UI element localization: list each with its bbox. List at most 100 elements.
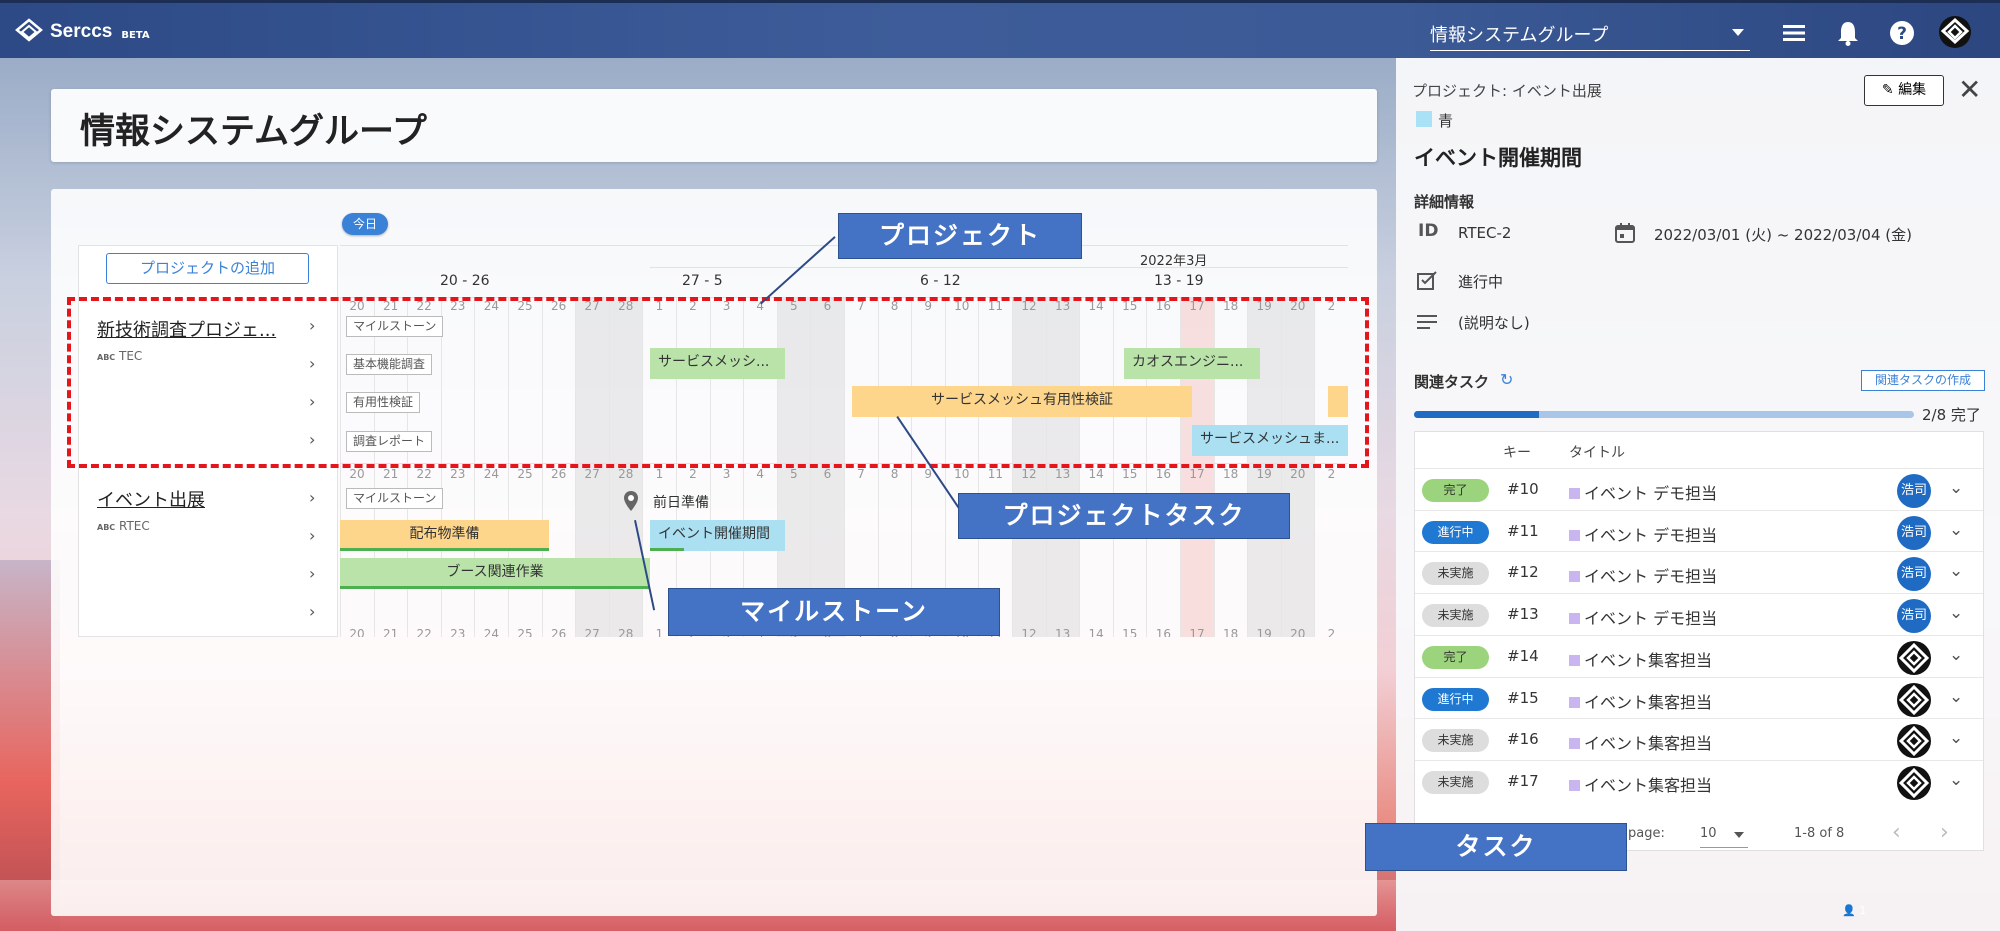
day-number: 11 (987, 467, 1004, 481)
online-users-count: 1 (1859, 904, 1867, 917)
create-related-task-button[interactable]: 関連タスクの作成 (1861, 370, 1985, 391)
assignee-logo-icon[interactable] (1897, 640, 1931, 675)
expand-row-icon[interactable]: ⌄ (1949, 519, 1964, 540)
assignee-avatar[interactable]: 浩司 (1897, 599, 1931, 634)
status-badge: 完了 (1422, 479, 1489, 502)
task-bar[interactable]: ブース関連作業 (340, 558, 650, 589)
task-title[interactable]: イベント デモ担当 (1569, 605, 1717, 629)
day-number: 19 (1256, 299, 1272, 313)
week-label: 13 - 19 (1154, 273, 1204, 289)
day-number: 23 (450, 627, 466, 637)
day-number: 19 (1256, 467, 1272, 481)
app-name: Serccs (50, 21, 113, 42)
day-number: 20 (1290, 299, 1306, 313)
day-number: 2 (689, 467, 697, 481)
color-swatch (1569, 529, 1580, 541)
bell-icon[interactable] (1834, 19, 1862, 47)
task-bar[interactable] (1328, 386, 1348, 417)
edit-button[interactable]: ✎ 編集 (1864, 75, 1944, 106)
related-tasks-heading: 関連タスク (1414, 373, 1490, 391)
task-title[interactable]: イベント集客担当 (1569, 772, 1712, 796)
color-swatch (1569, 613, 1580, 625)
expand-row-icon[interactable]: ⌄ (1949, 728, 1964, 749)
task-bar[interactable]: イベント開催期間 (650, 520, 785, 551)
day-number: 6 (823, 299, 832, 313)
menu-icon[interactable] (1780, 19, 1808, 47)
expand-row-icon[interactable]: ⌄ (1949, 769, 1964, 790)
expand-row-icon[interactable]: ⌄ (1949, 603, 1964, 624)
group-select[interactable]: 情報システムグループ (1430, 17, 1750, 51)
chevron-right-icon[interactable]: › (309, 392, 316, 411)
expand-row-icon[interactable]: ⌄ (1949, 686, 1964, 707)
expand-row-icon[interactable]: ⌄ (1949, 478, 1964, 498)
day-number: 10 (954, 299, 970, 313)
assignee-logo-icon[interactable] (1897, 682, 1931, 717)
day-number: 14 (1088, 467, 1104, 481)
chevron-right-icon[interactable]: › (309, 526, 316, 545)
task-key: #15 (1507, 688, 1539, 707)
row-label: 基本機能調査 (346, 354, 433, 375)
task-title[interactable]: イベント集客担当 (1569, 647, 1712, 671)
chevron-right-icon[interactable]: › (309, 430, 316, 449)
chevron-right-icon[interactable]: › (309, 316, 316, 335)
project-name-link[interactable]: イベント出展 (97, 490, 205, 511)
id-icon: ID (1418, 221, 1439, 241)
status-badge: 進行中 (1422, 687, 1489, 711)
assignee-logo-icon[interactable] (1897, 724, 1931, 759)
rows-per-page-select[interactable]: 10 (1700, 826, 1748, 848)
day-number: 21 (382, 627, 399, 637)
refresh-icon[interactable]: ↻ (1500, 370, 1514, 389)
day-number: 1 (655, 467, 664, 481)
task-bar[interactable]: カオスエンジニ... (1124, 348, 1260, 379)
day-number: 2 (1327, 627, 1336, 637)
assignee-avatar[interactable]: 浩司 (1897, 557, 1931, 592)
divider (650, 267, 1348, 268)
task-title[interactable]: イベント集客担当 (1569, 730, 1712, 754)
project-name-link[interactable]: 新技術調査プロジェ... (97, 320, 277, 341)
task-bar-label: イベント開催期間 (658, 526, 770, 542)
expand-row-icon[interactable]: ⌄ (1949, 561, 1964, 582)
color-swatch (1569, 571, 1580, 583)
next-page-icon[interactable]: › (1940, 820, 1949, 845)
task-bar[interactable]: サービスメッシュま... (1192, 425, 1348, 456)
divider (340, 463, 1348, 464)
chevron-right-icon[interactable]: › (309, 564, 316, 583)
chevron-right-icon[interactable]: › (309, 488, 316, 507)
app-logo[interactable]: Serccs BETA (14, 17, 150, 47)
task-title[interactable]: イベント集客担当 (1569, 689, 1712, 713)
day-number: 24 (483, 299, 500, 313)
chevron-right-icon[interactable]: › (309, 602, 316, 621)
previous-page-icon[interactable]: ‹ (1892, 820, 1901, 845)
day-number: 2 (1327, 299, 1336, 313)
day-number: 2 (689, 299, 697, 313)
task-title[interactable]: イベント デモ担当 (1569, 480, 1717, 504)
close-icon[interactable]: ✕ (1958, 73, 1982, 106)
task-row[interactable]: 進行中 #15 イベント集客担当 ⌄ (1415, 676, 1983, 719)
expand-row-icon[interactable]: ⌄ (1949, 644, 1964, 665)
status-badge: 未実施 (1422, 604, 1489, 628)
status-badge: 完了 (1422, 645, 1489, 669)
today-button[interactable]: 今日 (342, 213, 388, 235)
task-bar[interactable]: サービスメッシュ有用性検証 (852, 386, 1192, 417)
task-bar-progress (650, 548, 684, 551)
assignee-avatar[interactable]: 浩司 (1897, 515, 1931, 550)
add-project-button[interactable]: プロジェクトの追加 (106, 253, 309, 284)
task-title[interactable]: イベント デモ担当 (1569, 563, 1717, 587)
assignee-avatar[interactable]: 浩司 (1897, 474, 1931, 508)
task-bar-progress (340, 548, 549, 551)
task-bar[interactable]: 配布物準備 (340, 520, 549, 551)
milestone-pin-icon[interactable] (623, 490, 639, 512)
help-icon[interactable]: ? (1888, 19, 1916, 47)
task-bar[interactable]: サービスメッシ... (650, 348, 785, 379)
chevron-right-icon[interactable]: › (309, 354, 316, 373)
task-title[interactable]: イベント デモ担当 (1569, 522, 1717, 546)
assignee-logo-icon[interactable] (1897, 765, 1931, 800)
account-icon[interactable] (1938, 15, 1972, 49)
